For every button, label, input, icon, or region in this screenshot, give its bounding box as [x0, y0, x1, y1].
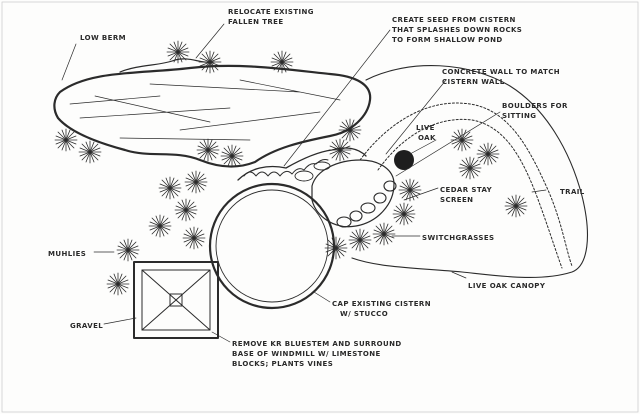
label-cedar-screen-line2: SCREEN: [440, 196, 473, 204]
spiky-shrub-icon: [158, 176, 182, 200]
label-relocate-tree-line1: RELOCATE EXISTING: [228, 8, 314, 16]
live-oak-canopy-outline: [351, 65, 588, 278]
label-cascade-line2: THAT SPLASHES DOWN ROCKS: [392, 26, 522, 34]
label-muhlies: MUHLIES: [48, 250, 86, 258]
label-cascade-line3: TO FORM SHALLOW POND: [392, 36, 503, 44]
label-cedar-screen-line1: CEDAR STAY: [440, 186, 493, 194]
leader-lines: [61, 23, 547, 343]
label-low-berm: LOW BERM: [80, 34, 126, 42]
spiky-shrub-icon: [458, 156, 482, 180]
label-concrete-wall-line1: CONCRETE WALL TO MATCH: [442, 68, 560, 76]
spiky-shrub-icon: [174, 198, 198, 222]
label-boulders-line1: BOULDERS FOR: [502, 102, 568, 110]
label-cistern-line1: CAP EXISTING CISTERN: [332, 300, 431, 308]
label-windmill-line1: REMOVE KR BLUESTEM AND SURROUND: [232, 340, 402, 348]
label-gravel: GRAVEL: [70, 322, 103, 330]
label-trail: TRAIL: [560, 188, 585, 196]
spiky-shrub-icon: [184, 170, 208, 194]
spiky-shrub-icon: [392, 202, 416, 226]
windmill-base: [133, 261, 219, 339]
live-oak-tree: [394, 150, 414, 170]
trail-path: [359, 102, 573, 269]
label-switchgrasses: SWITCHGRASSES: [422, 234, 494, 242]
spiky-shrub-icon: [166, 40, 190, 64]
spiky-shrub-icon: [504, 194, 528, 218]
boulder-wall: [336, 180, 397, 228]
label-relocate-tree-line2: FALLEN TREE: [228, 18, 284, 26]
spiky-shrub-icon: [372, 222, 396, 246]
label-live-oak-line1: LIVE: [416, 124, 435, 132]
shallow-pond: [311, 159, 395, 228]
spiky-shrub-icon: [182, 226, 206, 250]
label-live-oak-line2: OAK: [418, 134, 436, 142]
cascade-rocks: [237, 147, 367, 182]
label-concrete-wall-line2: CISTERN WALL: [442, 78, 505, 86]
spiky-shrub-icon: [196, 138, 220, 162]
label-cascade-line1: CREATE SEED FROM CISTERN: [392, 16, 516, 24]
label-cistern-line2: W/ STUCCO: [340, 310, 388, 318]
spiky-shrub-icon: [328, 138, 352, 162]
label-windmill-line2: BASE OF WINDMILL W/ LIMESTONE: [232, 350, 381, 358]
spiky-shrub-icon: [116, 238, 140, 262]
spiky-shrub-icon: [324, 236, 348, 260]
existing-cistern: [208, 182, 336, 310]
spiky-shrub-icon: [338, 118, 362, 142]
spiky-shrub-icon: [148, 214, 172, 238]
label-boulders-line2: SITTING: [502, 112, 536, 120]
spiky-shrub-icon: [78, 140, 102, 164]
spiky-shrub-icon: [106, 272, 130, 296]
filled-tree-icon: [394, 150, 414, 170]
label-windmill-line3: BLOCKS; PLANTS VINES: [232, 360, 333, 368]
label-live-oak-canopy: LIVE OAK CANOPY: [468, 282, 546, 290]
spiky-shrub-icon: [220, 144, 244, 168]
spiky-shrub-icon: [54, 128, 78, 152]
spiky-shrub-icon: [476, 142, 500, 166]
spiky-shrub-icon: [198, 50, 222, 74]
spiky-shrub-icon: [348, 228, 372, 252]
spiky-shrub-icon: [270, 50, 294, 74]
